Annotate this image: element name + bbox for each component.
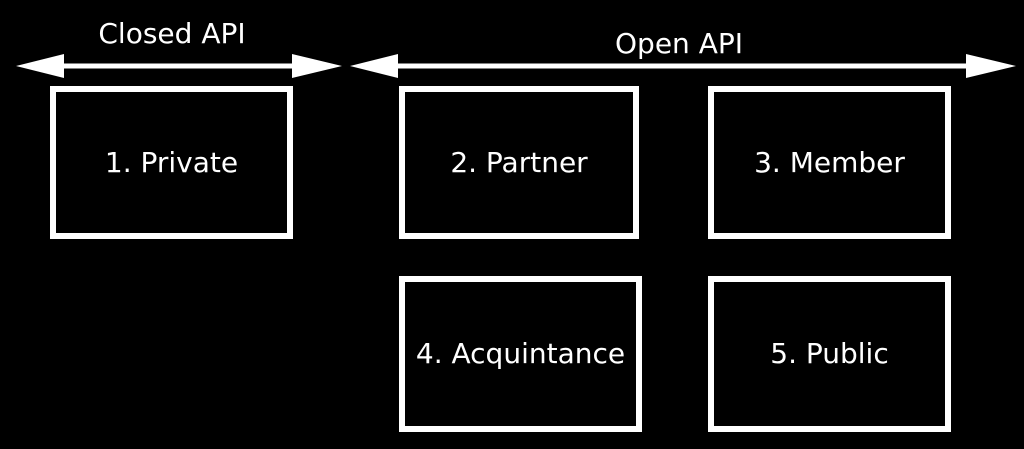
box-public: 5. Public [708,276,951,432]
box-private-label: 1. Private [104,145,239,179]
box-acquintance-label: 4. Acquintance [415,337,626,370]
box-private: 1. Private [50,86,293,239]
box-public-label: 5. Public [770,337,889,370]
open-api-label: Open API [615,27,743,60]
box-member: 3. Member [708,86,951,239]
box-acquintance: 4. Acquintance [399,276,642,432]
box-partner: 2. Partner [399,86,639,239]
box-partner-label: 2. Partner [450,145,588,179]
closed-api-label: Closed API [98,17,246,50]
box-member-label: 3. Member [754,145,905,179]
